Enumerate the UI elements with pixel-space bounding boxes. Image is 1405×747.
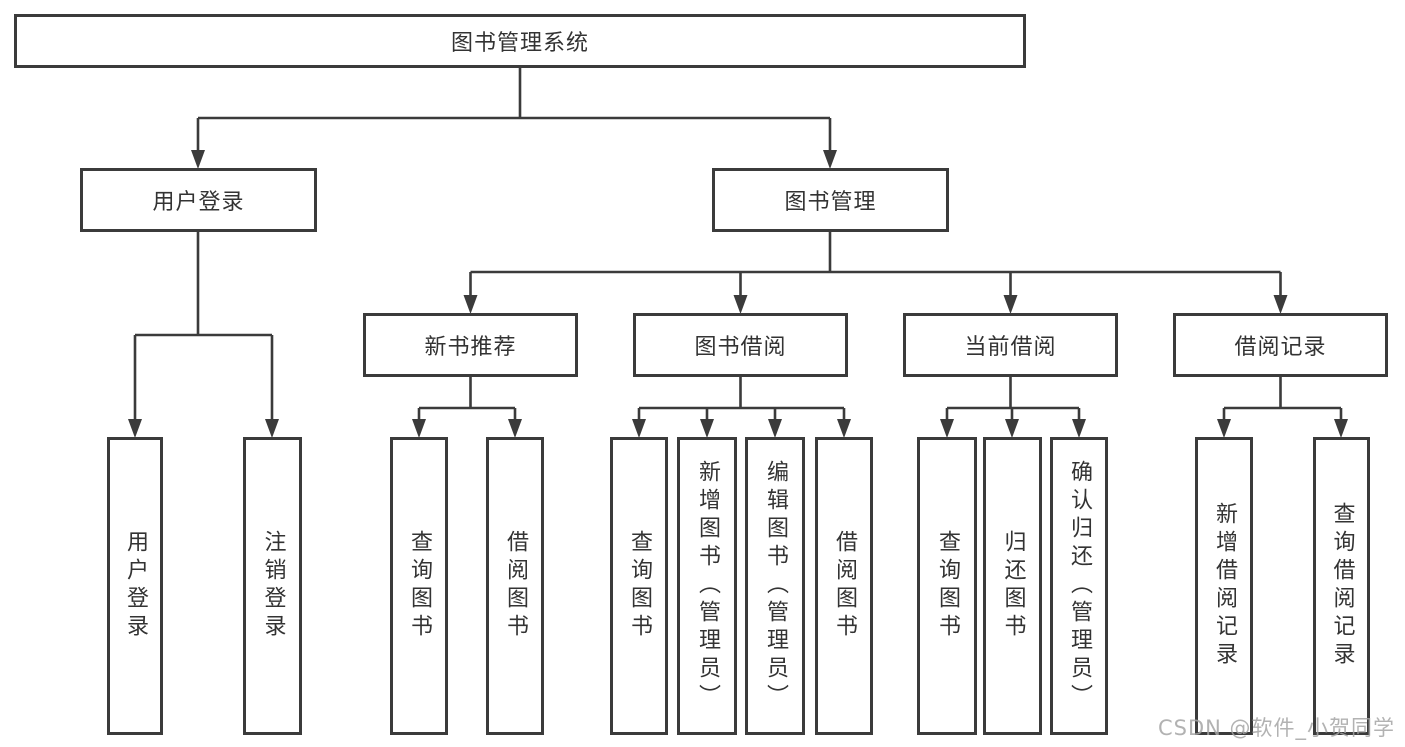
node-br-query-record: 查询借阅记录	[1313, 437, 1370, 735]
node-cb-query-books: 查询图书	[917, 437, 977, 735]
node-user-login: 用户登录	[80, 168, 317, 232]
node-borrow-records: 借阅记录	[1173, 313, 1388, 377]
node-br-add-record: 新增借阅记录	[1195, 437, 1253, 735]
node-nbr-borrow-books: 借阅图书	[486, 437, 544, 735]
node-bb-query-books: 查询图书	[610, 437, 668, 735]
node-bb-add-books-admin: 新增图书（管理员）	[677, 437, 737, 735]
node-new-book-recommend: 新书推荐	[363, 313, 578, 377]
node-cb-confirm-return-admin: 确认归还（管理员）	[1050, 437, 1108, 735]
node-user-login-action: 用户登录	[107, 437, 163, 735]
connector-lines	[133, 68, 1343, 421]
node-current-borrow: 当前借阅	[903, 313, 1118, 377]
node-book-borrow: 图书借阅	[633, 313, 848, 377]
node-book-management: 图书管理	[712, 168, 949, 232]
node-library-management-system: 图书管理系统	[14, 14, 1026, 68]
node-bb-edit-books-admin: 编辑图书（管理员）	[745, 437, 805, 735]
node-bb-borrow-books: 借阅图书	[815, 437, 873, 735]
node-nbr-query-books: 查询图书	[390, 437, 448, 735]
csdn-watermark: CSDN @软件_小贺同学	[1158, 716, 1396, 740]
node-logout-action: 注销登录	[243, 437, 302, 735]
node-cb-return-books: 归还图书	[983, 437, 1042, 735]
